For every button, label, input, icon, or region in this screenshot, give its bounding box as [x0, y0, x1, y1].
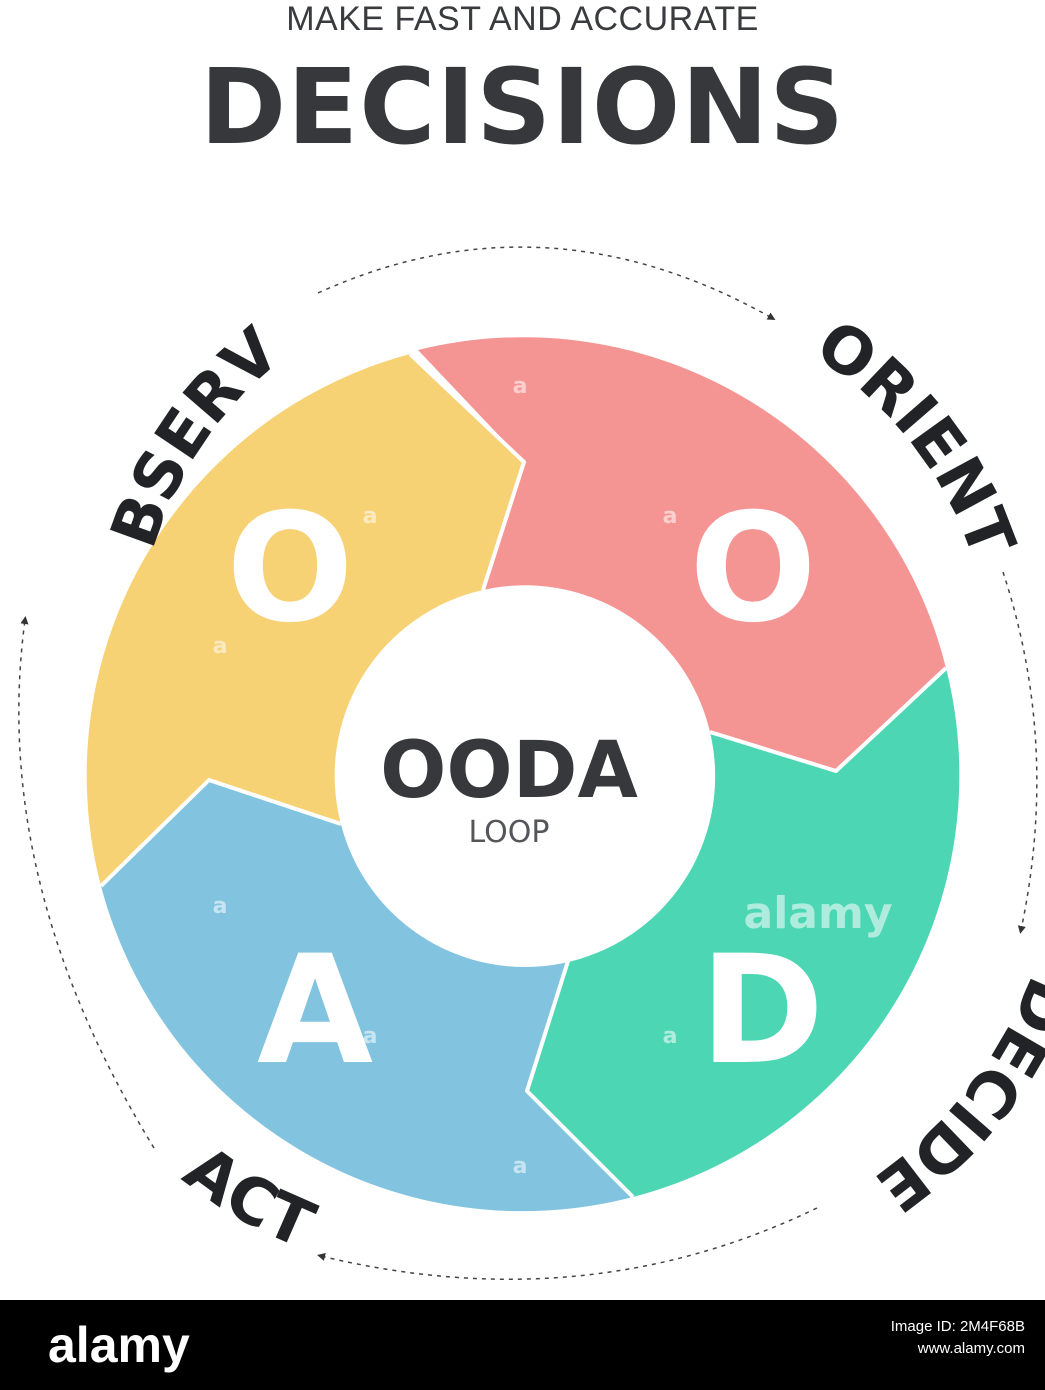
decide-letter: D — [700, 924, 825, 1098]
watermark-mark: a — [213, 634, 228, 659]
watermark-mark: a — [663, 504, 678, 529]
site-url: www.alamy.com — [917, 1340, 1025, 1357]
footer-logo: alamy — [48, 1317, 190, 1373]
footer-bar — [0, 1300, 1045, 1390]
ooda-loop-diagram: OODA LOOP O O D A OBSERVE ORIENT DECIDE … — [0, 0, 1045, 1280]
watermark: alamy a a a a a a a a — [213, 374, 893, 1179]
center-title: OODA — [380, 726, 638, 816]
watermark-mark: a — [363, 504, 378, 529]
watermark-mark: a — [513, 374, 528, 399]
arrow-decide-to-act — [317, 1207, 818, 1280]
watermark-mark: a — [663, 1024, 678, 1049]
watermark-mark: a — [513, 1154, 528, 1179]
arrow-observe-to-orient — [317, 246, 776, 320]
segment-orient — [418, 337, 946, 771]
arrow-act-to-observe — [18, 616, 155, 1149]
act-letter: A — [257, 924, 373, 1098]
subtitle: MAKE FAST AND ACCURATE — [286, 0, 759, 38]
segment-decide — [527, 668, 960, 1197]
segment-observe — [86, 354, 524, 886]
watermark-mark: a — [213, 894, 228, 919]
watermark-text: alamy — [744, 888, 893, 939]
act-label: ACT — [171, 1132, 325, 1264]
center-subtitle: LOOP — [469, 815, 550, 850]
main-title: DECISIONS — [199, 46, 846, 168]
watermark-mark: a — [363, 1024, 378, 1049]
segment-act — [101, 780, 633, 1212]
footer-meta: Image ID: 2M4F68B www.alamy.com — [805, 1316, 1025, 1360]
observe-letter: O — [226, 482, 354, 656]
image-id: Image ID: 2M4F68B — [890, 1318, 1025, 1335]
orient-letter: O — [689, 482, 817, 656]
arrow-orient-to-decide — [1002, 571, 1038, 934]
center-circle — [335, 587, 715, 967]
